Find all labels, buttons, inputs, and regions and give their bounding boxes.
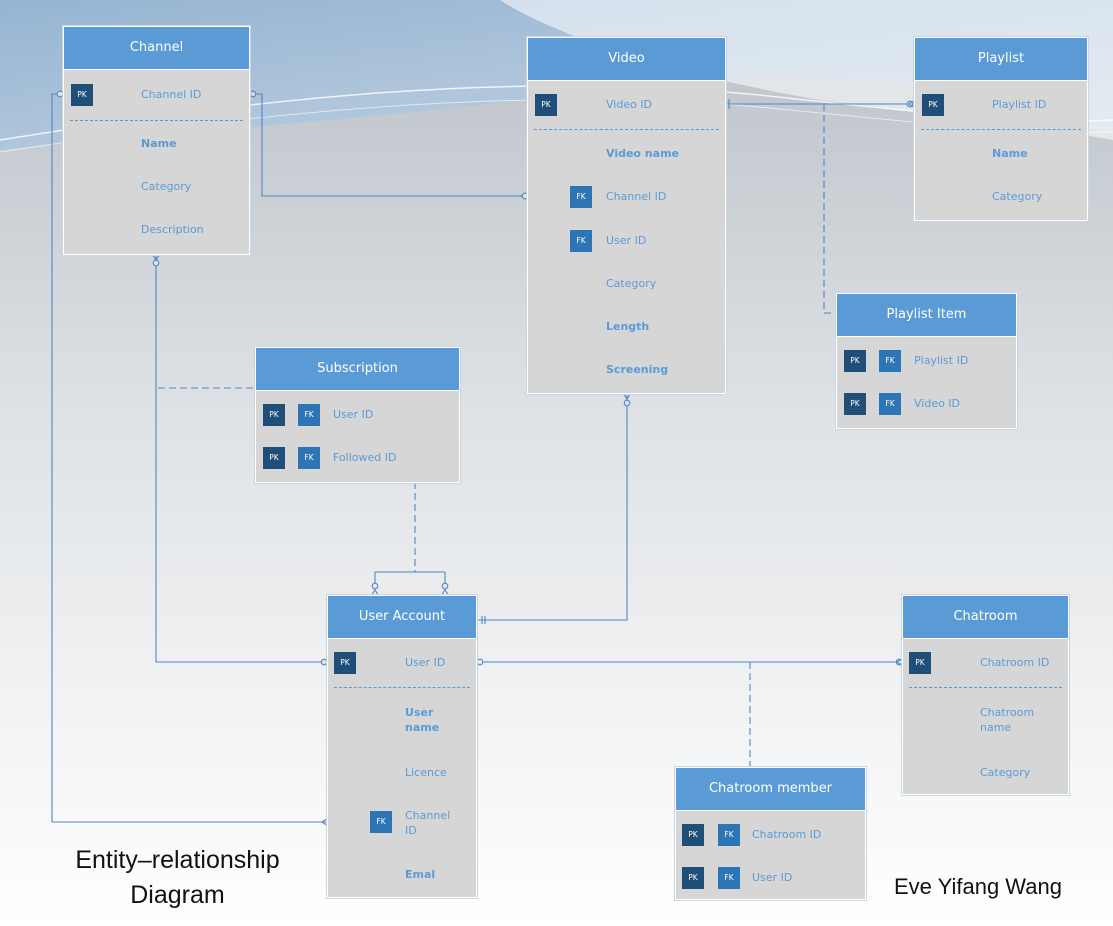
field-playlist-id: Playlist ID <box>914 354 969 367</box>
entity-title: Playlist Item <box>837 294 1016 337</box>
entity-title: Channel <box>64 27 249 70</box>
fk-icon: FK <box>298 404 320 426</box>
field-user-id: User ID <box>606 234 647 247</box>
field-licence: Licence <box>405 766 447 779</box>
entity-channel[interactable]: Channel PK Channel ID Name Category Desc… <box>63 26 250 255</box>
fk-icon: FK <box>298 447 320 469</box>
pk-icon: PK <box>263 447 285 469</box>
fk-icon: FK <box>718 824 740 846</box>
field-video-name: Video name <box>606 147 679 160</box>
fk-icon: FK <box>879 393 901 415</box>
entity-subscription[interactable]: Subscription PK FK User ID PK FK Followe… <box>255 347 460 483</box>
fk-icon: FK <box>879 350 901 372</box>
entity-title: Subscription <box>256 348 459 391</box>
pk-icon: PK <box>844 393 866 415</box>
field-video-id: Video ID <box>606 98 653 111</box>
entity-title: Video <box>528 38 725 81</box>
pk-icon: PK <box>682 824 704 846</box>
field-screening: Screening <box>606 363 669 376</box>
field-chatroom-id: Chatroom ID <box>752 828 822 841</box>
caption-line-1: Entity–relationship <box>75 846 280 874</box>
entity-playlist[interactable]: Playlist PK Playlist ID Name Category <box>914 37 1088 221</box>
pk-icon: PK <box>334 652 356 674</box>
field-divider <box>534 129 719 130</box>
entity-chatroom[interactable]: Chatroom PK Chatroom ID Chatroom name Ca… <box>902 595 1069 795</box>
field-playlist-id: Playlist ID <box>992 98 1047 111</box>
field-description: Description <box>141 223 204 236</box>
field-channel-id: Channel ID <box>141 88 202 101</box>
field-user-id: User ID <box>405 656 446 669</box>
field-email: Emal <box>405 868 436 881</box>
field-user-id: User ID <box>333 408 374 421</box>
diagram-caption: Entity–relationship Diagram <box>40 843 315 913</box>
entity-user-account[interactable]: User Account PK User ID User name Licenc… <box>327 595 477 898</box>
entity-title: Chatroom member <box>676 768 865 811</box>
field-channel-id: Channel ID <box>405 809 451 837</box>
entity-title: User Account <box>328 596 476 639</box>
field-chatroom-id: Chatroom ID <box>980 656 1050 669</box>
fk-icon: FK <box>370 811 392 833</box>
author-name: Eve Yifang Wang <box>894 874 1062 899</box>
field-divider <box>909 687 1062 688</box>
pk-icon: PK <box>71 84 93 106</box>
pk-icon: PK <box>263 404 285 426</box>
caption-line-2: Diagram <box>130 881 225 909</box>
field-divider <box>921 129 1081 130</box>
pk-icon: PK <box>909 652 931 674</box>
field-name: Name <box>992 147 1028 160</box>
pk-icon: PK <box>844 350 866 372</box>
field-chatroom-name: Chatroom name <box>980 706 1035 734</box>
field-category: Category <box>606 277 657 290</box>
pk-icon: PK <box>535 94 557 116</box>
field-user-id: User ID <box>752 871 793 884</box>
entity-playlist-item[interactable]: Playlist Item PK FK Playlist ID PK FK Vi… <box>836 293 1017 429</box>
field-category: Category <box>141 180 192 193</box>
fk-icon: FK <box>570 186 592 208</box>
field-divider <box>70 120 243 121</box>
pk-icon: PK <box>682 867 704 889</box>
entity-video[interactable]: Video PK Video ID Video name FK Channel … <box>527 37 726 394</box>
field-category: Category <box>980 766 1031 779</box>
fk-icon: FK <box>718 867 740 889</box>
field-channel-id: Channel ID <box>606 190 667 203</box>
entity-title: Playlist <box>915 38 1087 81</box>
entity-chatroom-member[interactable]: Chatroom member PK FK Chatroom ID PK FK … <box>675 767 866 900</box>
field-user-name: User name <box>405 706 440 734</box>
entity-title: Chatroom <box>903 596 1068 639</box>
field-name: Name <box>141 137 177 150</box>
fk-icon: FK <box>570 230 592 252</box>
pk-icon: PK <box>922 94 944 116</box>
field-length: Length <box>606 320 650 333</box>
field-video-id: Video ID <box>914 397 961 410</box>
field-divider <box>334 687 470 688</box>
field-category: Category <box>992 190 1043 203</box>
field-followed-id: Followed ID <box>333 451 397 464</box>
